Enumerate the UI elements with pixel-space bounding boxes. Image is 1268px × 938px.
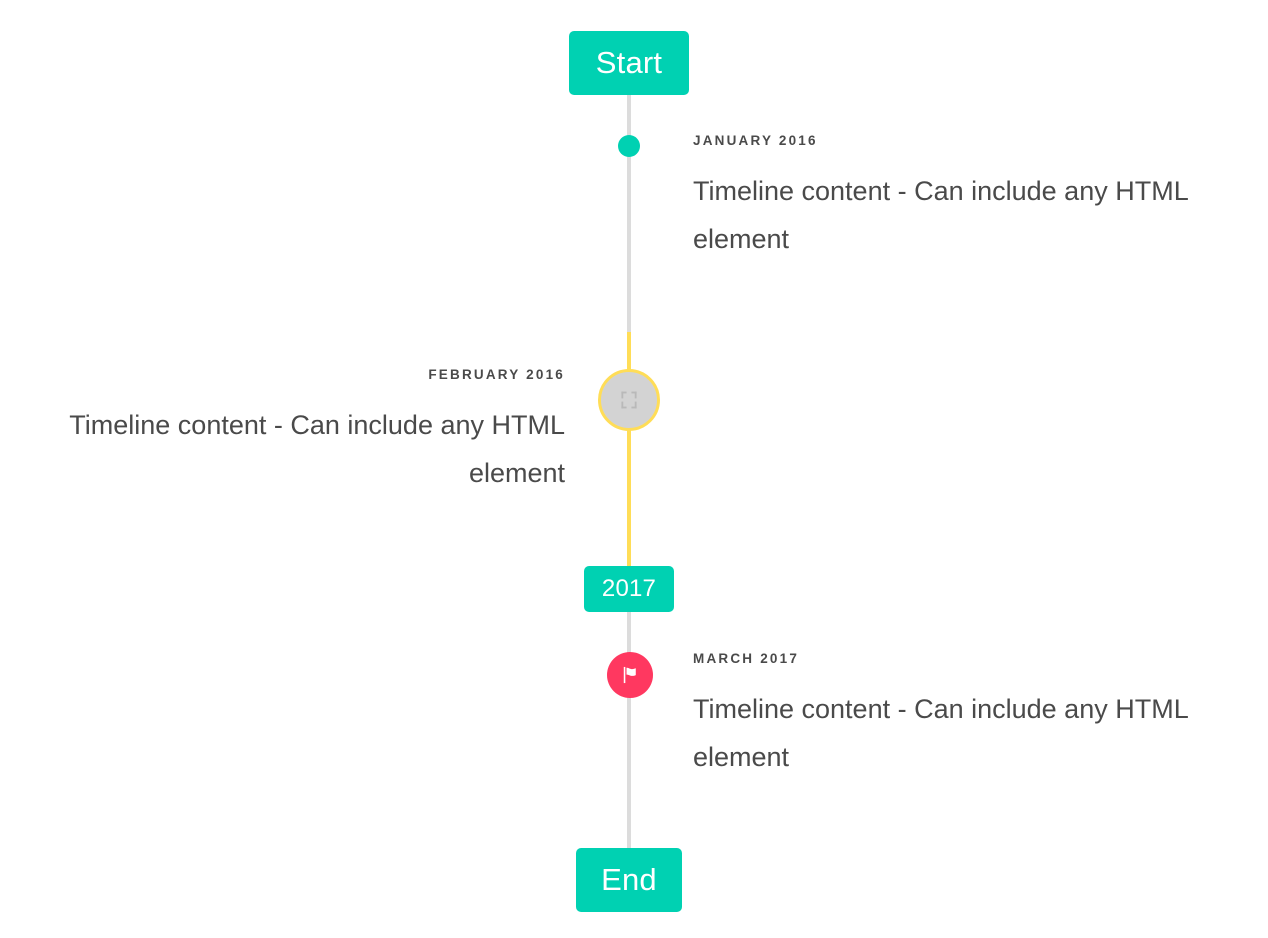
timeline-axis-segment-accent	[627, 332, 631, 566]
timeline-year-badge[interactable]: 2017	[584, 566, 674, 612]
timeline-start-badge-label: Start	[595, 45, 663, 80]
timeline-axis-segment-top	[627, 95, 631, 332]
timeline-marker-january[interactable]	[618, 135, 640, 157]
timeline-entry-march: March 2017 Timeline content - Can includ…	[693, 651, 1217, 781]
broken-image-icon	[621, 391, 637, 409]
timeline-end-badge[interactable]: End	[576, 848, 682, 912]
timeline-start-badge[interactable]: Start	[569, 31, 689, 95]
flag-icon	[623, 666, 636, 684]
timeline-entry-date: February 2016	[428, 367, 565, 382]
timeline-entry-body: Timeline content - Can include any HTML …	[693, 694, 1188, 773]
timeline-marker-february[interactable]	[598, 369, 660, 431]
timeline-entry-january: January 2016 Timeline content - Can incl…	[693, 133, 1217, 263]
timeline-entry-february: February 2016 Timeline content - Can inc…	[41, 367, 565, 497]
timeline-entry-date: March 2017	[693, 651, 800, 666]
timeline-end-badge-label: End	[601, 862, 657, 897]
timeline-year-badge-label: 2017	[601, 575, 657, 602]
timeline-marker-march[interactable]	[607, 652, 653, 698]
timeline-entry-body: Timeline content - Can include any HTML …	[693, 176, 1188, 255]
timeline-axis-segment-bottom	[627, 612, 631, 848]
timeline-entry-date: January 2016	[693, 133, 818, 148]
timeline-entry-body: Timeline content - Can include any HTML …	[69, 410, 565, 489]
